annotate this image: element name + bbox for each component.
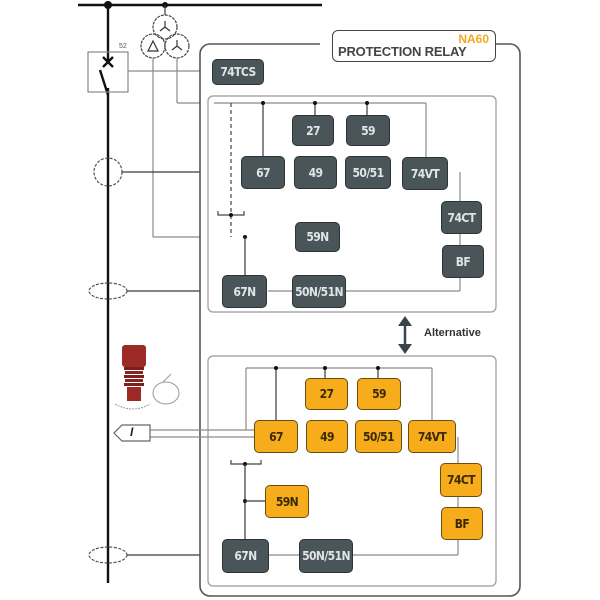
block-59n: 59N [295, 222, 340, 252]
relay-title-box: NA60 PROTECTION RELAY [332, 30, 496, 62]
block-49: 49 [294, 156, 337, 189]
block-74tcs: 74TCS [212, 59, 264, 85]
block-bf: BF [442, 245, 484, 278]
block-50n-51n: 50N/51N [299, 539, 353, 573]
block-50-51: 50/51 [355, 420, 402, 453]
relay-model: NA60 [458, 32, 489, 46]
relay-name: PROTECTION RELAY [338, 44, 467, 59]
sensor-label: I [130, 425, 134, 439]
alternative-label: Alternative [424, 327, 481, 339]
block-74ct: 74CT [440, 463, 482, 497]
block-67n: 67N [222, 275, 267, 308]
block-59n: 59N [265, 485, 309, 518]
block-67: 67 [241, 156, 285, 189]
block-59: 59 [346, 115, 390, 146]
breaker-label: 52 [119, 43, 127, 50]
block-67: 67 [254, 420, 298, 453]
breaker-contact [98, 69, 110, 96]
block-74vt: 74VT [402, 157, 448, 190]
vt-configuration-panel [207, 95, 497, 313]
block-49: 49 [306, 420, 348, 453]
block-bf: BF [441, 507, 483, 540]
block-27: 27 [305, 378, 348, 410]
vt-delta-winding-icon [140, 33, 166, 59]
block-67n: 67N [222, 539, 269, 573]
block-74vt: 74VT [408, 420, 456, 453]
breaker-box [87, 51, 129, 93]
vt-winding-icon [152, 14, 178, 40]
block-27: 27 [292, 115, 334, 146]
sensor-configuration-panel [207, 355, 497, 587]
block-74ct: 74CT [441, 201, 482, 234]
block-50n-51n: 50N/51N [292, 275, 346, 308]
block-59: 59 [357, 378, 401, 410]
sensor-input-tag [113, 424, 151, 442]
block-50-51: 50/51 [345, 156, 391, 189]
alternative-arrow-icon [398, 316, 412, 354]
voltage-sensor-icon [114, 345, 180, 410]
